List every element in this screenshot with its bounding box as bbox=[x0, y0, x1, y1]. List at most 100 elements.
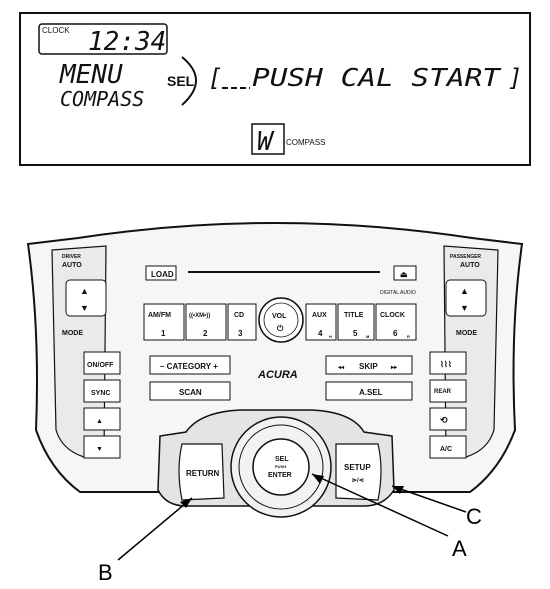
sync-label: SYNC bbox=[91, 390, 110, 397]
callout-a-arrowhead bbox=[312, 474, 324, 484]
setup-button[interactable] bbox=[335, 443, 382, 501]
category-label: – CATEGORY + bbox=[160, 362, 218, 371]
temp-left-rocker[interactable] bbox=[65, 279, 107, 317]
compass-mode-text: COMPASS bbox=[60, 87, 144, 111]
preset-4-num: 4 bbox=[318, 329, 323, 338]
callout-a-label: A bbox=[452, 536, 467, 561]
skip-label: SKIP bbox=[359, 362, 378, 371]
sel-enter-bottom: ENTER bbox=[268, 472, 292, 479]
rear-label: REAR bbox=[434, 389, 452, 395]
callout-c-label: C bbox=[466, 504, 482, 529]
return-label: RETURN bbox=[186, 469, 220, 478]
asel-button[interactable] bbox=[325, 381, 413, 401]
on-off-button[interactable] bbox=[83, 351, 121, 375]
skip-next-icon: ▸▸ bbox=[390, 365, 398, 371]
ac-button[interactable] bbox=[429, 435, 467, 459]
center-console: DRIVER AUTO ▲ ▼ MODE PASSENGER AUTO ▲ ▼ … bbox=[26, 222, 524, 518]
preset-button-6[interactable] bbox=[375, 303, 417, 341]
mode-right-button[interactable]: MODE bbox=[456, 330, 477, 337]
message-bracket-open: [ bbox=[208, 64, 222, 92]
callout-c-line bbox=[391, 485, 467, 513]
callout-b-label: B bbox=[98, 560, 113, 585]
cd-logo: DIGITAL AUDIO bbox=[380, 290, 416, 296]
on-off-label: ON/OFF bbox=[87, 362, 114, 369]
power-icon: ⏻ bbox=[277, 324, 284, 333]
setup-sub-icon: ⊳/⊲ bbox=[352, 478, 364, 484]
skip-button[interactable] bbox=[325, 355, 413, 375]
recirculation-button[interactable] bbox=[429, 407, 467, 431]
preset-button-3[interactable] bbox=[227, 303, 257, 341]
preset-1-top: AM/FM bbox=[148, 312, 171, 319]
vol-label: VOL bbox=[272, 313, 287, 320]
preset-6-sub: R bbox=[407, 334, 410, 339]
sync-button[interactable] bbox=[83, 379, 121, 403]
fan-up-button[interactable] bbox=[83, 407, 121, 431]
return-button[interactable] bbox=[178, 443, 225, 501]
preset-2-top: ((•XM•)) bbox=[189, 313, 210, 319]
heading-letter: W bbox=[257, 127, 275, 157]
eject-icon: ⏏ bbox=[400, 270, 408, 279]
front-defrost-button[interactable] bbox=[429, 351, 467, 375]
mode-left-button[interactable]: MODE bbox=[62, 330, 83, 337]
load-button[interactable] bbox=[145, 265, 177, 281]
preset-6-top: CLOCK bbox=[380, 312, 405, 319]
callout-a-line bbox=[311, 473, 449, 537]
temp-left-up-icon: ▲ bbox=[80, 286, 89, 296]
lcd-display: CLOCK 12:34 MENU COMPASS SEL [ PUSH CAL … bbox=[19, 12, 531, 166]
temp-right-rocker[interactable] bbox=[445, 279, 487, 317]
auto-right-label: AUTO bbox=[460, 262, 480, 269]
front-defrost-icon: ⌇⌇⌇ bbox=[440, 360, 452, 369]
preset-6-num: 6 bbox=[393, 329, 398, 338]
callout-c-arrowhead bbox=[392, 486, 404, 494]
clock-box bbox=[38, 23, 168, 55]
preset-1-num: 1 bbox=[161, 329, 166, 338]
volume-knob-ring bbox=[263, 302, 299, 338]
category-button[interactable] bbox=[149, 355, 231, 375]
sel-enter-button[interactable] bbox=[252, 438, 310, 496]
preset-4-top: AUX bbox=[312, 312, 327, 319]
message-bracket-close: ] bbox=[508, 64, 522, 92]
preset-buttons: AM/FM 1 ((•XM•)) 2 CD 3 AUX 4 H TITLE 5 … bbox=[143, 303, 417, 341]
skip-prev-icon: ◂◂ bbox=[337, 365, 345, 371]
message-text: PUSH CAL START bbox=[252, 63, 502, 92]
scan-button[interactable] bbox=[149, 381, 231, 401]
fan-down-button[interactable] bbox=[83, 435, 121, 459]
volume-knob[interactable] bbox=[258, 297, 304, 343]
preset-3-num: 3 bbox=[238, 329, 243, 338]
display-frame bbox=[19, 12, 531, 166]
heading-box bbox=[251, 123, 285, 155]
preset-5-num: 5 bbox=[353, 329, 358, 338]
preset-5-top: TITLE bbox=[344, 312, 364, 319]
auto-left-label: AUTO bbox=[62, 262, 82, 269]
clock-time: 12:34 bbox=[88, 27, 166, 57]
interface-dial-ring bbox=[238, 424, 324, 510]
ac-label: A/C bbox=[440, 446, 452, 453]
eject-button[interactable] bbox=[393, 265, 417, 281]
preset-5-sub: M bbox=[366, 334, 370, 339]
preset-4-sub: H bbox=[329, 334, 332, 339]
sel-enter-top: SEL bbox=[275, 456, 289, 463]
rear-defrost-button[interactable] bbox=[429, 379, 467, 403]
passenger-label: PASSENGER bbox=[450, 254, 481, 260]
scan-label: SCAN bbox=[179, 388, 202, 397]
clock-label: CLOCK bbox=[42, 26, 70, 35]
sel-enter-mid: PUSH bbox=[275, 464, 286, 469]
fan-up-icon: ▲ bbox=[96, 418, 103, 425]
preset-button-2[interactable] bbox=[185, 303, 227, 341]
menu-text: MENU bbox=[59, 60, 123, 90]
heading-label: COMPASS bbox=[286, 138, 325, 147]
preset-2-num: 2 bbox=[203, 329, 208, 338]
preset-button-5[interactable] bbox=[337, 303, 375, 341]
temp-right-down-icon: ▼ bbox=[460, 303, 469, 313]
preset-button-4[interactable] bbox=[305, 303, 337, 341]
brand-logo: ACURA bbox=[257, 369, 298, 381]
console-bezel bbox=[26, 222, 524, 493]
load-label: LOAD bbox=[151, 270, 174, 279]
preset-button-1[interactable] bbox=[143, 303, 185, 341]
asel-label: A.SEL bbox=[359, 388, 383, 397]
preset-3-top: CD bbox=[234, 312, 244, 319]
temp-left-down-icon: ▼ bbox=[80, 303, 89, 313]
sel-indicator: SEL bbox=[167, 73, 195, 89]
temp-right-up-icon: ▲ bbox=[460, 286, 469, 296]
